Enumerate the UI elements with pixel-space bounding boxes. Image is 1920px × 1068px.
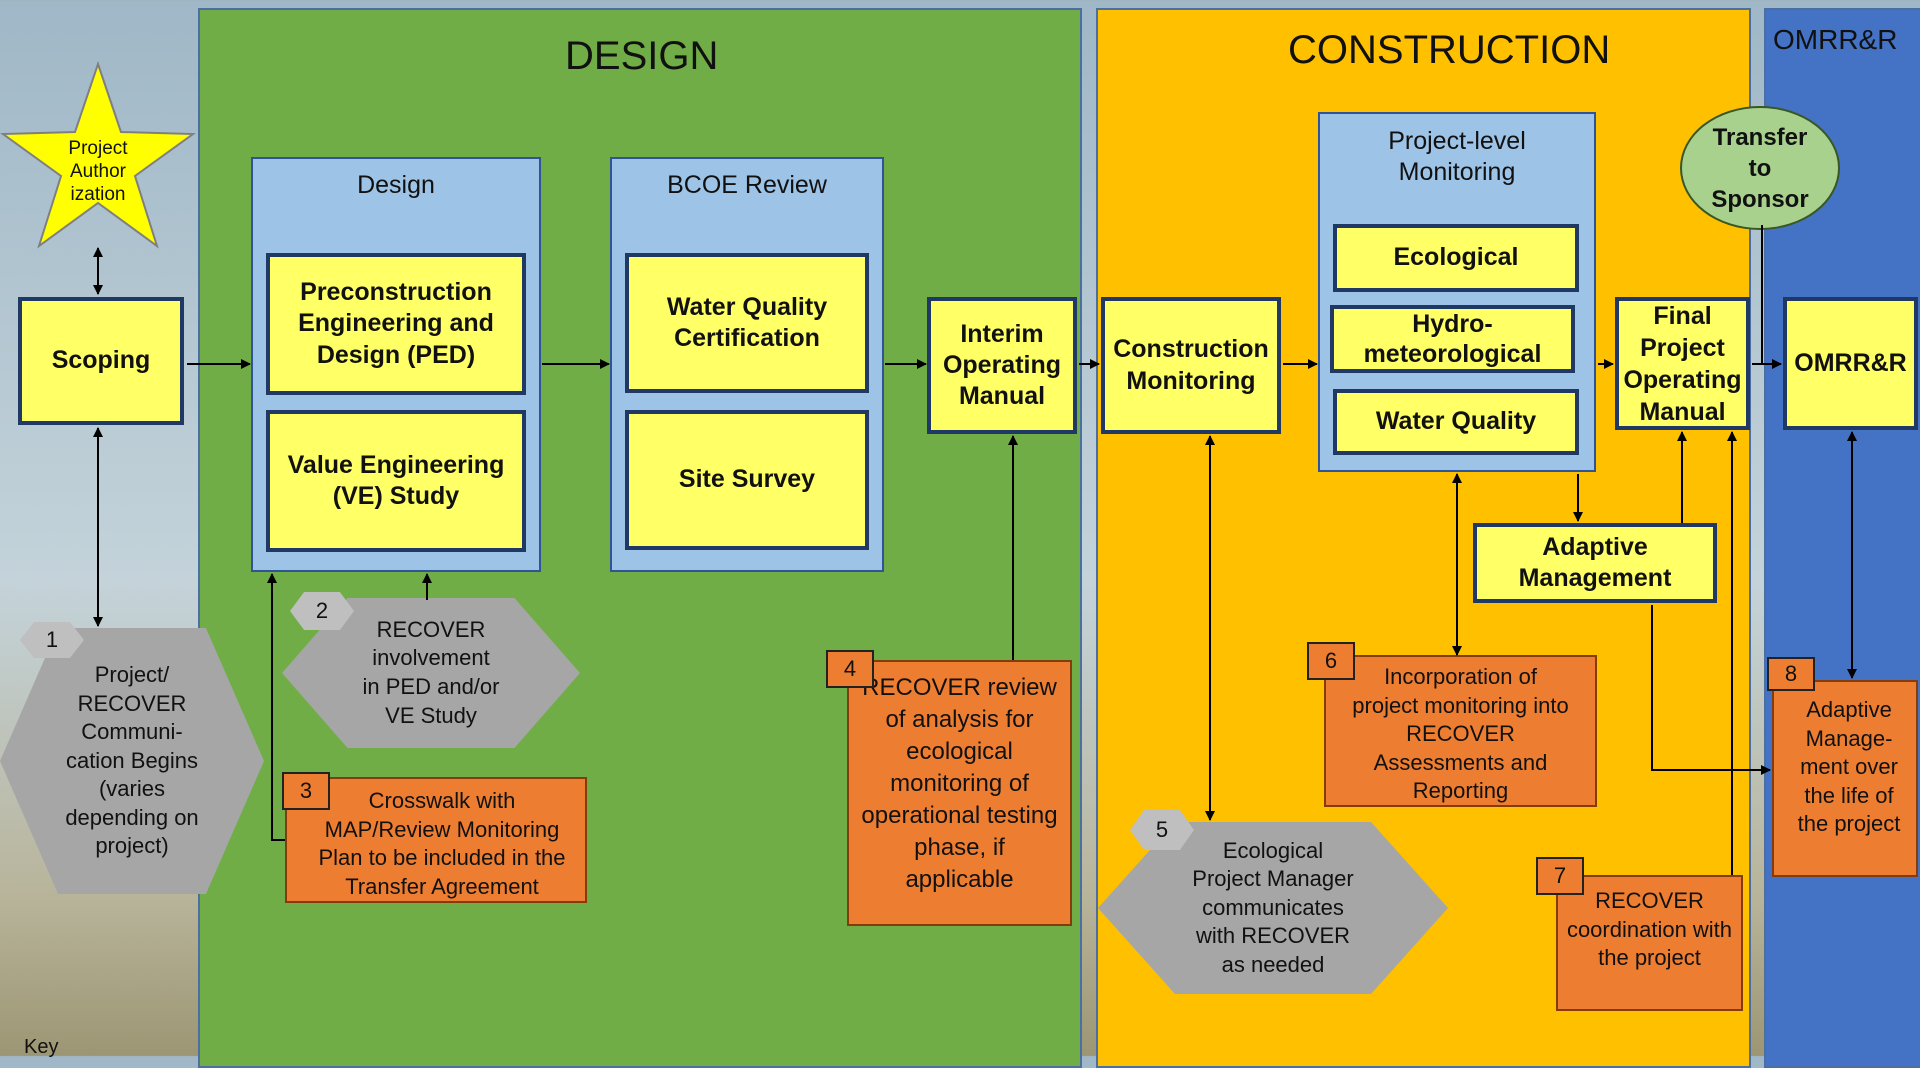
project-level-monitoring-title: Project-level Monitoring xyxy=(1388,127,1526,186)
hydro-meteorological-box: Hydro- meteorological xyxy=(1330,305,1575,373)
step-3-text: Crosswalk with MAP/Review Monitoring Pla… xyxy=(318,788,566,899)
step-2-text: RECOVER involvement in PED and/or VE Stu… xyxy=(362,616,500,728)
project-authorization-label: Project Author ization xyxy=(68,138,128,205)
design-group-title: Design xyxy=(357,171,435,199)
step-8-box: Adaptive Manage-ment over the life of th… xyxy=(1772,680,1918,877)
step-4-box: RECOVER review of analysis for ecologica… xyxy=(847,660,1072,926)
ped-box: Preconstruction Engineering and Design (… xyxy=(266,253,526,395)
step-7-text: RECOVER coordination with the project xyxy=(1566,888,1733,971)
adaptive-management-box: Adaptive Management xyxy=(1473,523,1717,603)
step-7-badge: 7 xyxy=(1536,857,1584,895)
step-4-badge: 4 xyxy=(826,650,874,688)
step-1-text: Project/ RECOVER Communi-cation Begins (… xyxy=(65,661,199,859)
water-quality-box: Water Quality xyxy=(1333,389,1579,455)
step-1-badge: 1 xyxy=(20,622,84,658)
construction-monitoring-box: Construction Monitoring xyxy=(1101,297,1281,434)
interim-operating-manual-box: Interim Operating Manual xyxy=(927,297,1077,434)
project-authorization-star-icon xyxy=(0,60,196,249)
construction-phase-title: CONSTRUCTION xyxy=(1288,28,1611,72)
step-2-badge: 2 xyxy=(290,592,354,630)
step-3-badge: 3 xyxy=(282,772,330,810)
design-phase-title: DESIGN xyxy=(565,34,719,78)
site-survey-box: Site Survey xyxy=(625,410,869,550)
step-6-box: Incorporation of project monitoring into… xyxy=(1324,655,1597,807)
transfer-to-sponsor-label: Transfer to Sponsor xyxy=(1711,123,1809,213)
step-5-text: Ecological Project Manager communicates … xyxy=(1192,837,1354,977)
step-6-badge: 6 xyxy=(1307,642,1355,680)
omrr-phase-title: OMRR&R xyxy=(1773,24,1898,55)
step-3-box: Crosswalk with MAP/Review Monitoring Pla… xyxy=(285,777,587,903)
transfer-to-sponsor-ellipse: Transfer to Sponsor xyxy=(1680,106,1840,230)
step-5-hexagon: Ecological Project Manager communicates … xyxy=(1098,822,1448,994)
step-6-text: Incorporation of project monitoring into… xyxy=(1352,664,1569,804)
step-4-text: RECOVER review of analysis for ecologica… xyxy=(861,674,1058,893)
step-1-hexagon: Project/ RECOVER Communi-cation Begins (… xyxy=(0,628,264,894)
step-8-text: Adaptive Manage-ment over the life of th… xyxy=(1797,697,1901,837)
key-label: Key xyxy=(24,1036,59,1058)
step-5-badge: 5 xyxy=(1130,810,1194,850)
ve-study-box: Value Engineering (VE) Study xyxy=(266,410,526,552)
step-7-box: RECOVER coordination with the project xyxy=(1556,875,1743,1011)
final-project-operating-manual-box: Final Project Operating Manual xyxy=(1615,297,1750,430)
bcoe-review-title: BCOE Review xyxy=(667,171,827,199)
water-quality-certification-box: Water Quality Certification xyxy=(625,253,869,393)
ecological-box: Ecological xyxy=(1333,224,1579,292)
step-8-badge: 8 xyxy=(1767,657,1815,691)
scoping-box: Scoping xyxy=(18,297,184,425)
omrr-box: OMRR&R xyxy=(1783,297,1918,430)
